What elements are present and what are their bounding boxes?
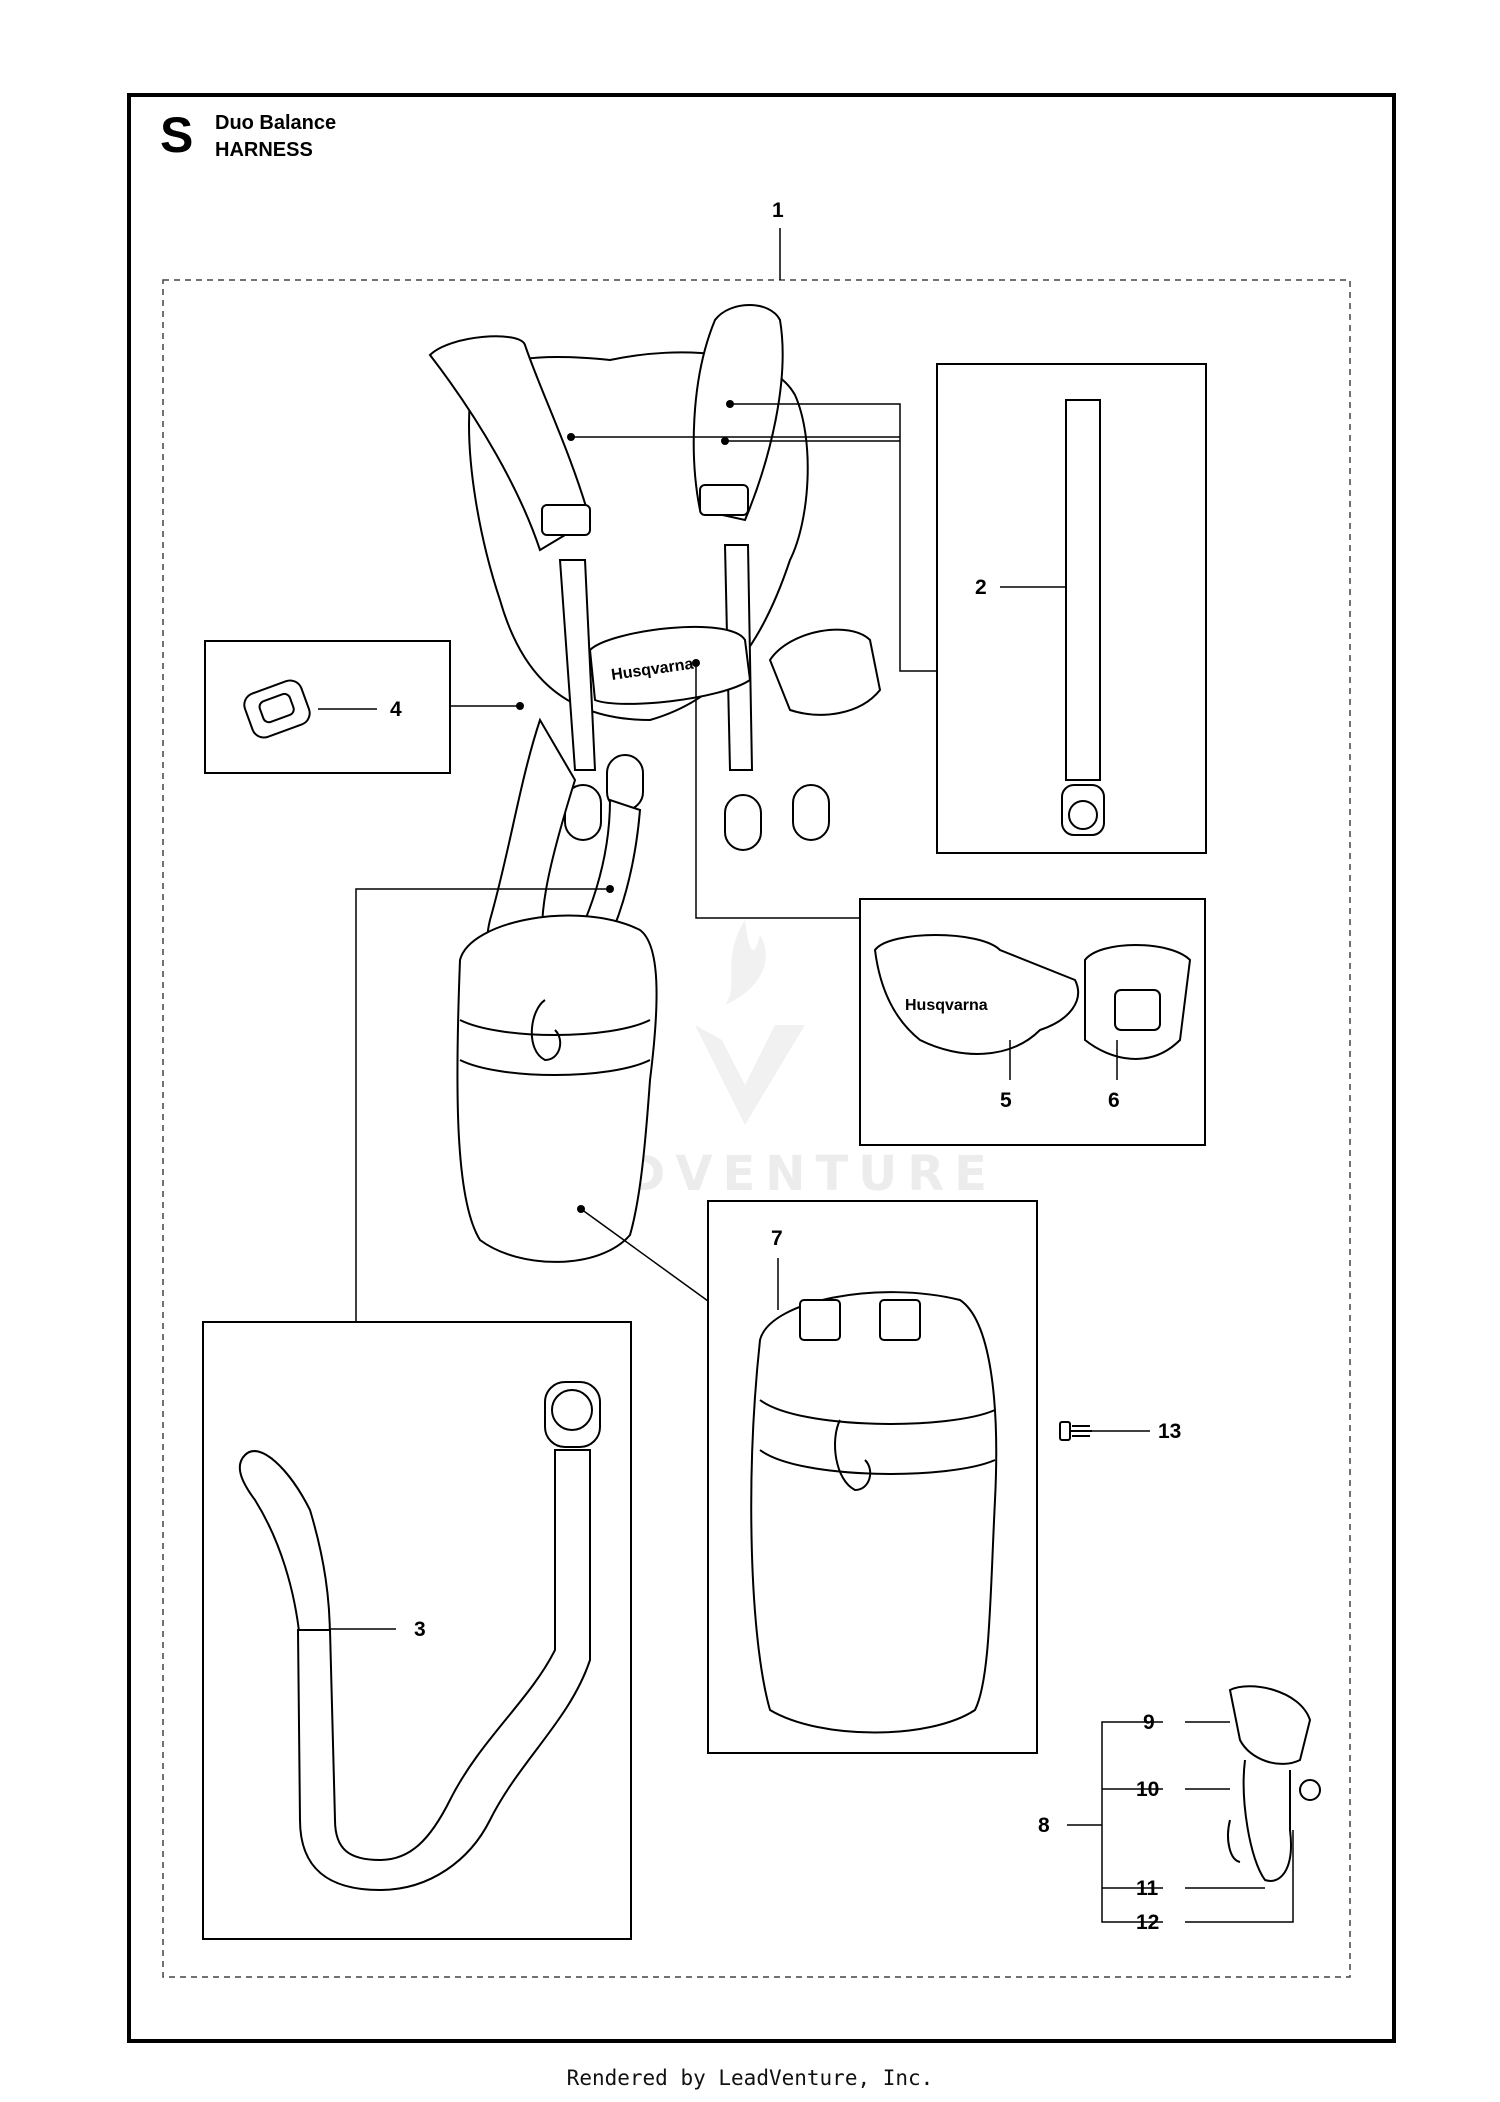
callout-7: 7 xyxy=(771,1227,783,1250)
callout-11: 11 xyxy=(1136,1877,1159,1900)
callout-3: 3 xyxy=(414,1618,426,1641)
assembly-box xyxy=(162,279,1351,1978)
callout-13: 13 xyxy=(1158,1420,1181,1443)
callout-12: 12 xyxy=(1136,1911,1159,1934)
footer-credit: Rendered by LeadVenture, Inc. xyxy=(566,2066,934,2090)
watermark-logo xyxy=(695,920,805,1125)
callout-5: 5 xyxy=(1000,1089,1012,1112)
callout-9: 9 xyxy=(1143,1711,1155,1734)
harness-illustration: Husqvarna xyxy=(428,304,882,1263)
section-letter: S xyxy=(160,107,194,163)
section-title: HARNESS xyxy=(215,139,313,161)
callout-10: 10 xyxy=(1136,1778,1159,1801)
callout-1: 1 xyxy=(772,199,784,222)
callout-2: 2 xyxy=(975,576,987,599)
screw-part-13 xyxy=(1059,1421,1092,1441)
brand-print-pad: Husqvarna xyxy=(905,997,988,1014)
callout-4: 4 xyxy=(390,698,402,721)
callout-6: 6 xyxy=(1108,1089,1120,1112)
page-frame xyxy=(127,93,1396,2043)
section-model: Duo Balance xyxy=(215,112,337,134)
hook-assembly xyxy=(1227,1685,1321,1882)
callout-8: 8 xyxy=(1038,1814,1050,1837)
part-box-4 xyxy=(204,640,451,774)
